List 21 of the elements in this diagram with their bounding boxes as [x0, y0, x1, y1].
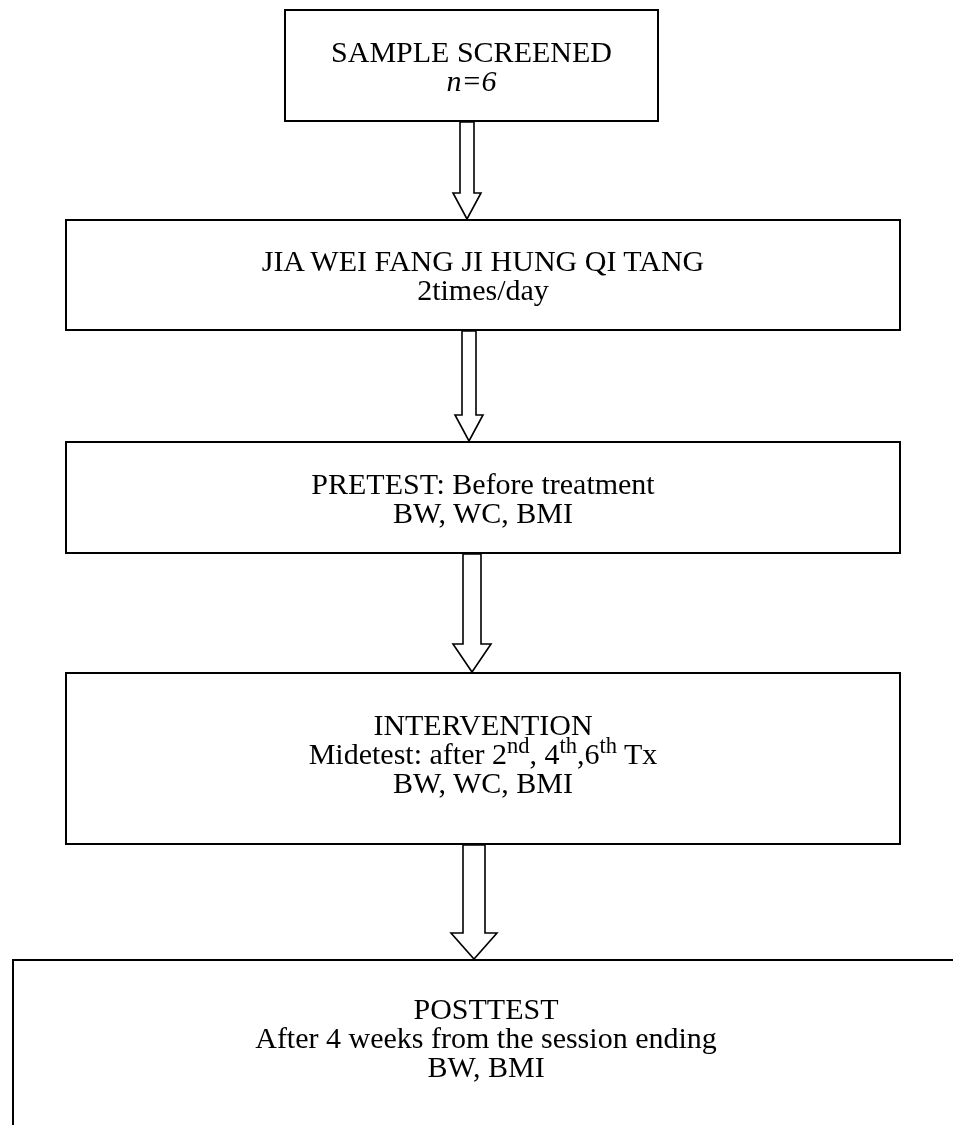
process-box: [65, 672, 901, 845]
box-text: POSTTEST: [413, 994, 559, 1023]
box-text: n=6: [446, 65, 497, 95]
box-text: After 4 weeks from the session ending: [255, 1023, 717, 1052]
process-box: [12, 959, 953, 1125]
box-text: Midetest: after 2$^{nd}$, 4$^{th}$,6$^{th}$ Tx: [308, 739, 658, 768]
block-arrow: [451, 121, 483, 221]
box-text: INTERVENTION: [373, 710, 593, 739]
box-text: BW, BMI: [427, 1052, 545, 1081]
block-arrow: [449, 844, 499, 961]
process-box: [284, 9, 659, 122]
box-text: JIA WEI FANG JI HUNG QI TANG: [261, 246, 705, 275]
block-arrow: [451, 553, 493, 674]
box-text: PRETEST: Before treatment: [311, 468, 655, 498]
box-text: 2times/day: [417, 275, 549, 304]
process-box: [65, 441, 901, 554]
process-box: [65, 219, 901, 331]
block-arrow: [453, 330, 485, 443]
box-text: BW, WC, BMI: [393, 768, 573, 797]
box-text: BW, WC, BMI: [393, 497, 573, 527]
box-text: SAMPLE SCREENED: [331, 36, 612, 66]
